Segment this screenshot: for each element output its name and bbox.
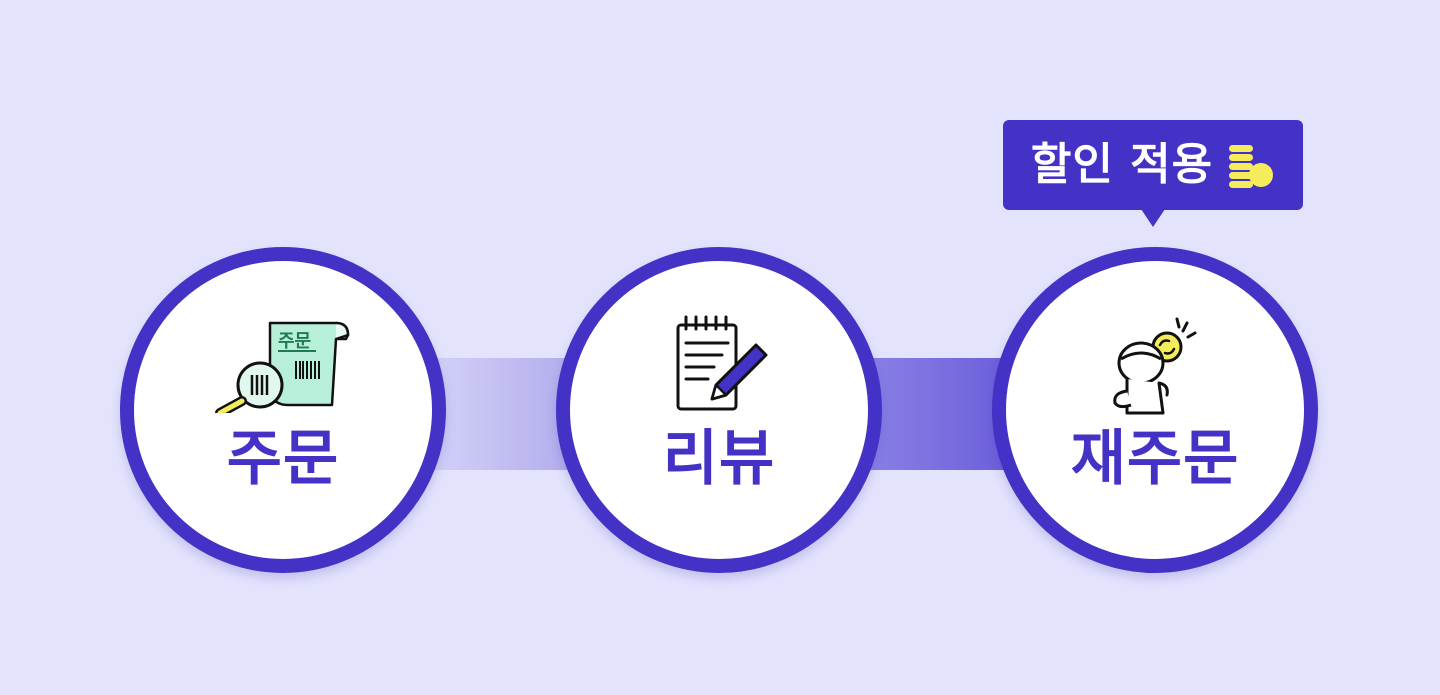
connector-order-to-review xyxy=(430,358,570,470)
step-label-reorder: 재주문 xyxy=(1070,424,1240,494)
person-coin-icon xyxy=(1113,317,1197,415)
svg-text:주문: 주문 xyxy=(278,331,311,352)
step-reorder: 재주문 xyxy=(992,247,1318,573)
notepad-pencil-icon xyxy=(676,315,768,411)
step-label-review: 리뷰 xyxy=(662,424,776,494)
step-review: 리뷰 xyxy=(556,247,882,573)
receipt-magnifier-icon: 주문 xyxy=(215,321,350,413)
discount-badge: 할인 적용 xyxy=(1003,120,1303,227)
coin-stack-icon xyxy=(1229,145,1274,188)
step-label-order: 주문 xyxy=(226,424,340,494)
discount-badge-text: 할인 적용 xyxy=(1030,139,1214,190)
connector-review-to-reorder xyxy=(868,358,1010,470)
step-order: 주문 주문 xyxy=(120,247,446,573)
